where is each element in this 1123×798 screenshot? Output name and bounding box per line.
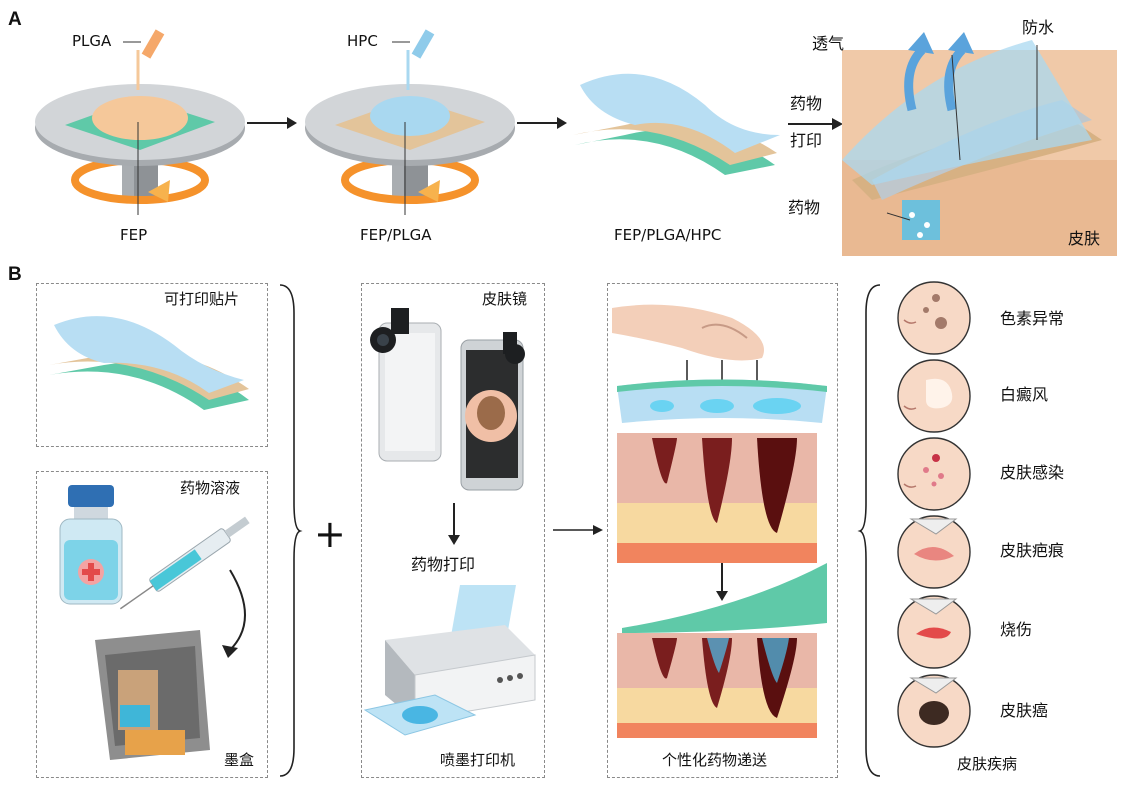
dermatoscope-printer-box [361, 283, 545, 778]
disease-icon-vitiligo [897, 359, 971, 433]
arrow-right-icon [553, 525, 603, 535]
arrow-right-icon [788, 118, 843, 130]
label-personalized-delivery: 个性化药物递送 [662, 751, 768, 769]
smartphones-illustration [370, 308, 525, 491]
label-drug-solution: 药物溶液 [180, 479, 241, 497]
disease-icon-infection [897, 437, 971, 511]
leader-plga [123, 41, 141, 43]
label-inkjet-printer: 喷墨打印机 [440, 751, 516, 769]
printable-patch-box [36, 283, 268, 447]
disease-icon-scar [897, 515, 971, 589]
label-fep: FEP [120, 226, 148, 244]
disease-icon-burn [897, 595, 971, 669]
disease-label: 皮肤感染 [1000, 463, 1065, 482]
disease-label: 白癜风 [1000, 385, 1049, 404]
label-breathable: 透气 [812, 34, 845, 53]
arrow-right-icon [247, 117, 297, 129]
brace-right [857, 284, 881, 777]
label-waterproof: 防水 [1022, 18, 1055, 37]
diseases-title: 皮肤疾病 [957, 755, 1018, 773]
spin-coater-fep-plga [305, 29, 515, 215]
spin-coater-fep [35, 29, 245, 215]
label-drug: 药物 [788, 198, 821, 217]
label-hpc: HPC [347, 32, 378, 50]
drug-delivery-box [607, 283, 838, 778]
label-drug-print-2: 打印 [790, 131, 823, 150]
label-cartridge: 墨盒 [224, 751, 255, 769]
drug-solution-box [36, 471, 268, 778]
disease-label: 色素异常 [1000, 309, 1065, 328]
disease-label: 皮肤癌 [1000, 701, 1049, 720]
label-drug-print-1: 药物 [790, 94, 823, 113]
label-printable-patch: 可打印贴片 [164, 290, 240, 308]
disease-icon-pigmentation [897, 281, 971, 355]
drug-delivery-illustration [612, 304, 827, 738]
label-drug-printing: 药物打印 [411, 555, 476, 574]
label-fep-plga-hpc: FEP/PLGA/HPC [614, 226, 722, 244]
brace-left [279, 284, 303, 777]
three-layer-patch [573, 73, 780, 175]
leader-hpc [392, 41, 410, 43]
panel-b-letter: B [8, 264, 22, 285]
panel-a-letter: A [8, 9, 22, 30]
skin-patch-scene [842, 32, 1117, 256]
label-dermatoscope: 皮肤镜 [482, 290, 528, 308]
label-skin: 皮肤 [1068, 229, 1101, 248]
arrow-right-icon [517, 117, 567, 129]
vial-syringe-cartridge [59, 485, 250, 760]
arrow-down-icon [448, 503, 460, 545]
disease-label: 皮肤疤痕 [1000, 541, 1065, 560]
label-fep-plga: FEP/PLGA [360, 226, 432, 244]
label-plga: PLGA [72, 32, 112, 50]
printer-illustration [363, 585, 536, 736]
printable-patch-illustration [49, 316, 249, 410]
plus-sign: + [314, 512, 346, 556]
disease-label: 烧伤 [1000, 620, 1033, 639]
disease-icon-skin-cancer [897, 674, 971, 748]
